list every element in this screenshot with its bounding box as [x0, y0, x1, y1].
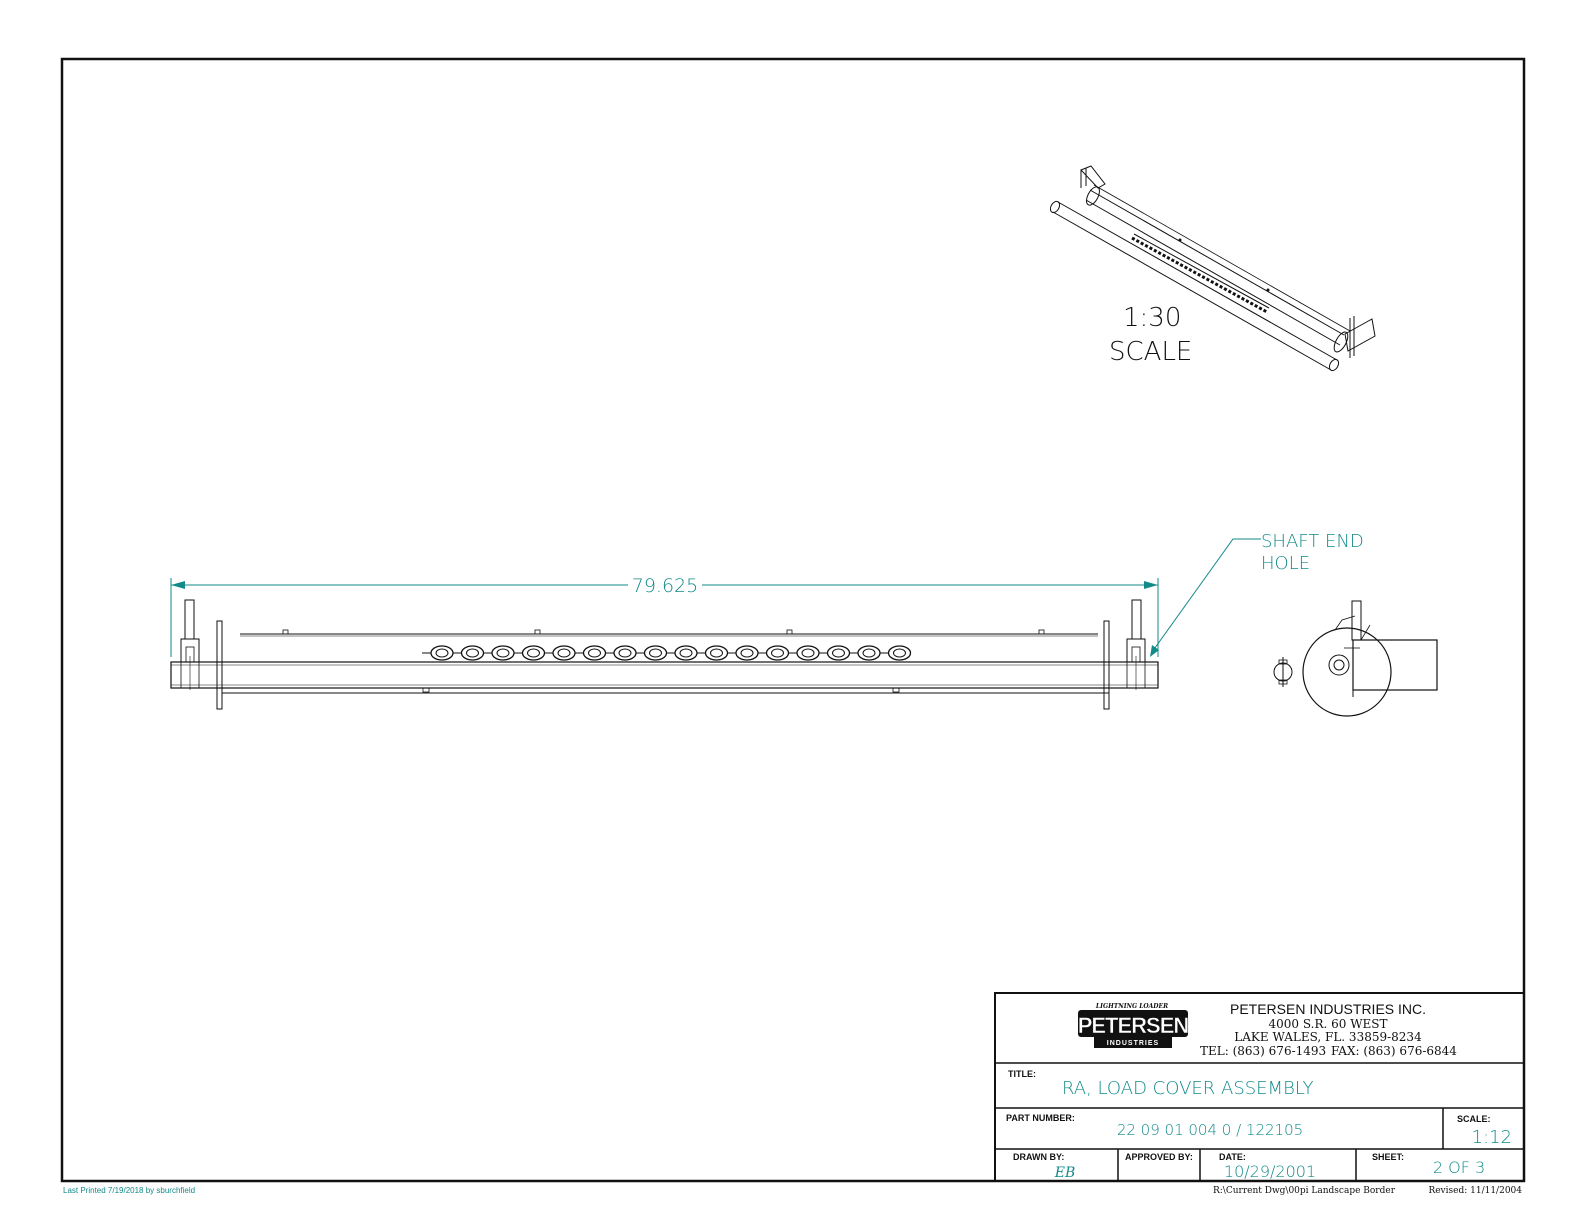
title-label: TITLE: [1008, 1069, 1036, 1079]
scale-value: 1:12 [1472, 1127, 1512, 1148]
chain-link [857, 645, 881, 661]
chain-link-inner [710, 648, 723, 658]
title-block [994, 992, 1525, 1182]
chain-link [887, 645, 912, 661]
chain-link [460, 645, 485, 661]
chain-link [491, 645, 515, 661]
chain-link-inner [893, 648, 906, 658]
part-number-label: PART NUMBER: [1006, 1113, 1075, 1123]
drawn-by-label: DRAWN BY: [1013, 1152, 1064, 1162]
scale-label: SCALE: [1457, 1114, 1491, 1124]
side-view [1273, 600, 1438, 717]
isometric-view [1049, 165, 1376, 372]
chain-link [704, 645, 729, 661]
sheet-label: SHEET: [1372, 1152, 1404, 1162]
company-fax: FAX: (863) 676-6844 [1331, 1044, 1457, 1058]
chain-link [521, 645, 546, 661]
part-number-value: 22 09 01 004 0 / 122105 [1117, 1121, 1303, 1139]
chain-link-inner [496, 648, 510, 658]
front-view-chain [422, 645, 912, 661]
chain-link [826, 645, 851, 661]
chain-link-inner [435, 648, 449, 658]
company-address1: 4000 S.R. 60 WEST [1268, 1017, 1387, 1031]
chain-link-inner [740, 648, 754, 658]
company-name: PETERSEN INDUSTRIES INC. [1230, 1001, 1426, 1017]
chain-link-inner [618, 648, 632, 658]
chain-link [643, 645, 668, 661]
chain-link [430, 645, 454, 661]
overall-length-value: 79.625 [632, 575, 698, 597]
chain-link-inner [679, 648, 693, 658]
chain-link-inner [862, 648, 876, 658]
company-address2: LAKE WALES, FL. 33859-8234 [1234, 1030, 1422, 1044]
svg-text:LIGHTNING LOADER: LIGHTNING LOADER [1095, 1003, 1168, 1010]
chain-link [674, 645, 698, 661]
chain-link [765, 645, 790, 661]
sheet-value: 2 OF 3 [1433, 1158, 1485, 1177]
chain-link-inner [801, 648, 815, 658]
company-tel: TEL: (863) 676-1493 [1200, 1044, 1326, 1058]
drawn-by-value: EB [1054, 1165, 1076, 1181]
chain-link [796, 645, 820, 661]
border-path: R:\Current Dwg\00pi Landscape Border [1213, 1186, 1396, 1196]
shaft-end-hole-leader [1150, 538, 1261, 657]
svg-text:INDUSTRIES: INDUSTRIES [1107, 1040, 1159, 1047]
chain-link-inner [557, 648, 571, 658]
chain-link [613, 645, 637, 661]
petersen-logo: LIGHTNING LOADER PETERSEN INDUSTRIES [1077, 1003, 1190, 1048]
chain-link-inner [466, 648, 479, 658]
approved-by-label: APPROVED BY: [1125, 1152, 1193, 1162]
chain-link-inner [527, 648, 540, 658]
chain-link-inner [649, 648, 662, 658]
chain-link [552, 645, 576, 661]
callout-line2: HOLE [1261, 553, 1310, 574]
iso-scale-line1: 1:30 [1123, 303, 1181, 333]
front-view [170, 599, 1159, 710]
revised-date: Revised: 11/11/2004 [1428, 1186, 1522, 1196]
callout-line1: SHAFT END [1261, 531, 1364, 552]
chain-link-inner [832, 648, 845, 658]
chain-link-inner [588, 648, 601, 658]
iso-chain [1131, 233, 1270, 314]
date-value: 10/29/2001 [1224, 1162, 1316, 1181]
date-label: DATE: [1219, 1152, 1246, 1162]
iso-scale-line2: SCALE [1109, 337, 1192, 367]
chain-link [582, 645, 607, 661]
title-value: RA, LOAD COVER ASSEMBLY [1062, 1078, 1314, 1099]
last-printed: Last Printed 7/19/2018 by sburchfield [63, 1186, 195, 1195]
svg-text:PETERSEN: PETERSEN [1078, 1013, 1189, 1038]
overall-length-dimension [170, 578, 1159, 657]
drawing-border [60, 57, 1526, 1183]
chain-link-inner [771, 648, 784, 658]
chain-link [735, 645, 759, 661]
